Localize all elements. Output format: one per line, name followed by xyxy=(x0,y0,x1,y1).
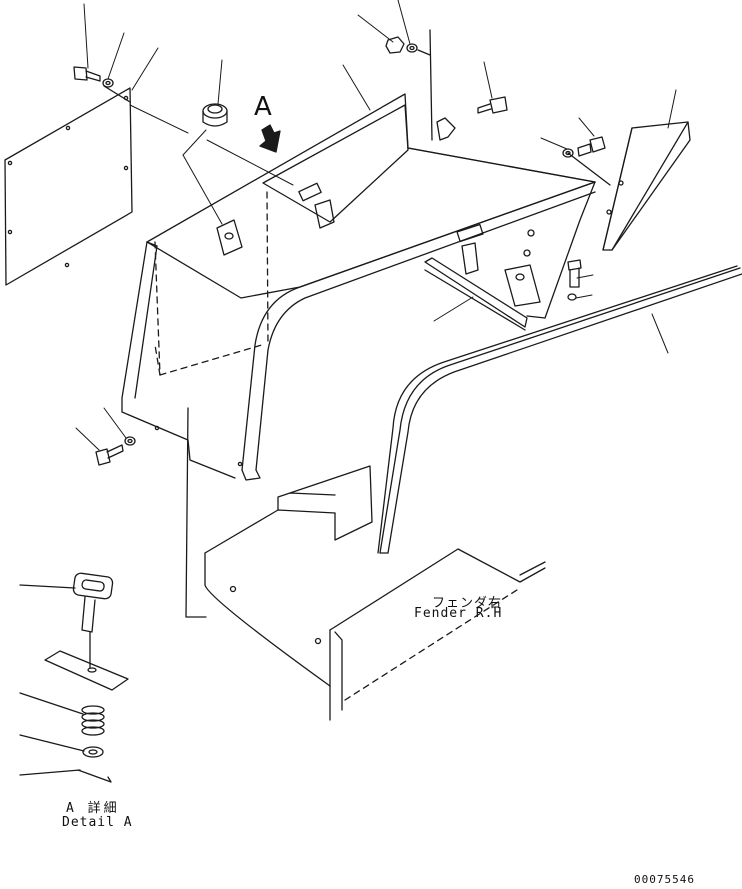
drawing-number: 00075546 xyxy=(634,873,695,886)
clip-nut xyxy=(216,219,243,256)
nut-washer-top xyxy=(385,29,456,141)
cover-plate xyxy=(4,87,133,286)
bolt-lower-left xyxy=(95,436,136,466)
view-arrow-a xyxy=(259,124,281,153)
lower-fender xyxy=(185,407,546,721)
fender-label-jp: フェンダ右 xyxy=(432,596,503,611)
leader-lines xyxy=(75,0,677,451)
detail-a-assembly xyxy=(19,572,129,783)
bolt-right xyxy=(562,136,611,186)
detail-label-en: Detail A xyxy=(62,815,133,830)
bolt-mid-right xyxy=(477,96,508,114)
edge-trim xyxy=(377,265,742,554)
fender-label-en: Fender R.H xyxy=(414,606,503,621)
rubber-strip xyxy=(424,257,528,331)
bolt-upper-left xyxy=(73,66,131,103)
side-plate xyxy=(602,121,691,251)
view-marker-label: A xyxy=(254,92,272,122)
detail-label-jp: A 詳細 xyxy=(66,801,120,816)
grommet xyxy=(202,103,228,127)
fender-body xyxy=(121,93,596,481)
bolt-lower-right xyxy=(567,259,582,301)
